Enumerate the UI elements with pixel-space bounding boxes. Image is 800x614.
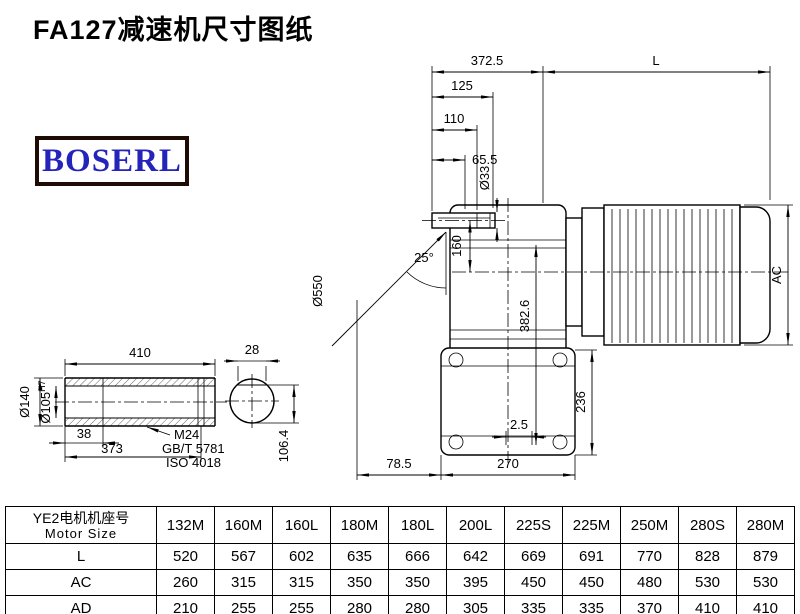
motor-size-label-en: Motor Size — [44, 525, 118, 541]
dim-key-width-28: 28 — [245, 342, 259, 357]
page-title: FA127减速机尺寸图纸 — [33, 15, 314, 45]
column-header-132M: 132M — [156, 506, 215, 544]
dim-106-4: 106.4 — [276, 430, 291, 463]
dim-373: 373 — [101, 441, 123, 456]
dim-angle-25: 25° — [414, 250, 434, 265]
motor-fan-cowl — [739, 206, 771, 344]
cell-AD-132M: 210 — [156, 595, 215, 614]
main-view: 372.5 L 125 110 65.5 Ø33 160 Ø550 — [310, 53, 793, 480]
label-thread-std-iso: ISO 4018 — [166, 455, 221, 470]
cell-L-200L: 642 — [446, 543, 505, 570]
dim-160: 160 — [449, 235, 464, 257]
cell-L-280M: 879 — [736, 543, 795, 570]
column-header-280M: 280M — [736, 506, 795, 544]
shaft-section-view: 28 106.4 — [224, 342, 299, 462]
column-header-200L: 200L — [446, 506, 505, 544]
cell-AC-225S: 450 — [504, 569, 563, 596]
cell-AD-250M: 370 — [620, 595, 679, 614]
bolt-holes — [448, 352, 568, 450]
cell-AD-280S: 410 — [678, 595, 737, 614]
dim-110: 110 — [444, 111, 465, 126]
row-label-AD: AD — [5, 595, 157, 614]
cell-L-280S: 828 — [678, 543, 737, 570]
column-header-250M: 250M — [620, 506, 679, 544]
dim-270: 270 — [497, 456, 519, 471]
cell-AC-280M: 530 — [736, 569, 795, 596]
dim-78-5: 78.5 — [386, 456, 411, 471]
cell-AD-180M: 280 — [330, 595, 389, 614]
label-thread-std-gbt: GB/T 5781 — [162, 441, 225, 456]
cell-AD-280M: 410 — [736, 595, 795, 614]
cell-L-250M: 770 — [620, 543, 679, 570]
dim-2-5: 2.5 — [510, 417, 528, 432]
cell-AC-200L: 395 — [446, 569, 505, 596]
column-header-180M: 180M — [330, 506, 389, 544]
dim-65-5: 65.5 — [472, 152, 497, 167]
cell-AC-132M: 260 — [156, 569, 215, 596]
dim-38: 38 — [77, 426, 91, 441]
dim-410: 410 — [129, 345, 151, 360]
technical-drawing: 372.5 L 125 110 65.5 Ø33 160 Ø550 — [17, 53, 793, 480]
cell-AD-160L: 255 — [272, 595, 331, 614]
row-label-AC: AC — [5, 569, 157, 596]
column-header-160L: 160L — [272, 506, 331, 544]
cell-AC-225M: 450 — [562, 569, 621, 596]
column-header-160M: 160M — [214, 506, 273, 544]
dim-hub-dia: Ø140 — [17, 386, 32, 418]
cell-AC-160M: 315 — [214, 569, 273, 596]
column-header-225S: 225S — [504, 506, 563, 544]
cell-AD-225M: 335 — [562, 595, 621, 614]
cell-AC-250M: 480 — [620, 569, 679, 596]
dim-bore-dia: Ø105H7 — [37, 380, 53, 423]
cell-AD-160M: 255 — [214, 595, 273, 614]
logo-text: BOSERL — [42, 142, 182, 179]
cell-L-180L: 666 — [388, 543, 447, 570]
dim-372-5: 372.5 — [471, 53, 504, 68]
cell-AD-180L: 280 — [388, 595, 447, 614]
cell-L-225S: 669 — [504, 543, 563, 570]
label-thread-m24: M24 — [174, 427, 199, 442]
dim-236: 236 — [573, 391, 588, 413]
shaft-detail-view: 410 Ø140 Ø105H7 — [17, 345, 227, 470]
column-header-280S: 280S — [678, 506, 737, 544]
cell-L-225M: 691 — [562, 543, 621, 570]
row-label-L: L — [5, 543, 157, 570]
dim-125: 125 — [451, 78, 473, 93]
cell-L-132M: 520 — [156, 543, 215, 570]
boserl-logo: BOSERL — [35, 136, 189, 186]
dim-input-shaft-dia: Ø33 — [477, 166, 492, 191]
column-header-180L: 180L — [388, 506, 447, 544]
dim-housing-dia: Ø550 — [310, 275, 325, 307]
cell-L-180M: 635 — [330, 543, 389, 570]
motor-size-label-cn: YE2电机机座号 — [32, 509, 130, 526]
cell-AD-225S: 335 — [504, 595, 563, 614]
cell-AD-200L: 305 — [446, 595, 505, 614]
dim-AC: AC — [769, 266, 784, 284]
cell-AC-180M: 350 — [330, 569, 389, 596]
motor-cooling-fins — [611, 209, 733, 343]
cell-L-160M: 567 — [214, 543, 273, 570]
cell-L-160L: 602 — [272, 543, 331, 570]
cell-AC-280S: 530 — [678, 569, 737, 596]
dim-382-6: 382.6 — [517, 300, 532, 333]
dim-L: L — [652, 53, 659, 68]
motor-body — [603, 204, 741, 346]
cell-AC-160L: 315 — [272, 569, 331, 596]
cell-AC-180L: 350 — [388, 569, 447, 596]
column-header-motor-size: YE2电机机座号 Motor Size — [5, 506, 157, 544]
column-header-225M: 225M — [562, 506, 621, 544]
